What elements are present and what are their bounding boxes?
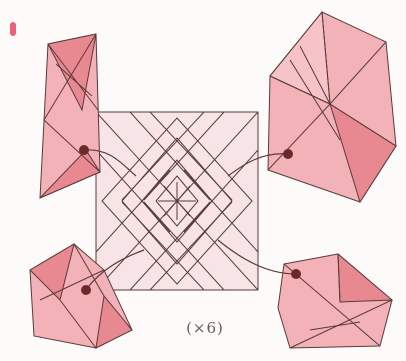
top-right-piece	[268, 12, 396, 202]
central-crease-pattern	[96, 112, 258, 290]
multiplier-label: (×6)	[170, 319, 240, 337]
bottom-right-piece	[278, 254, 392, 348]
callout-dot-top-right	[283, 149, 293, 159]
callout-dot-top-left	[79, 145, 89, 155]
top-left-piece	[40, 34, 100, 198]
callout-dot-bottom-left	[81, 285, 91, 295]
callout-dot-bottom-right	[291, 269, 301, 279]
corner-mark	[10, 22, 16, 36]
